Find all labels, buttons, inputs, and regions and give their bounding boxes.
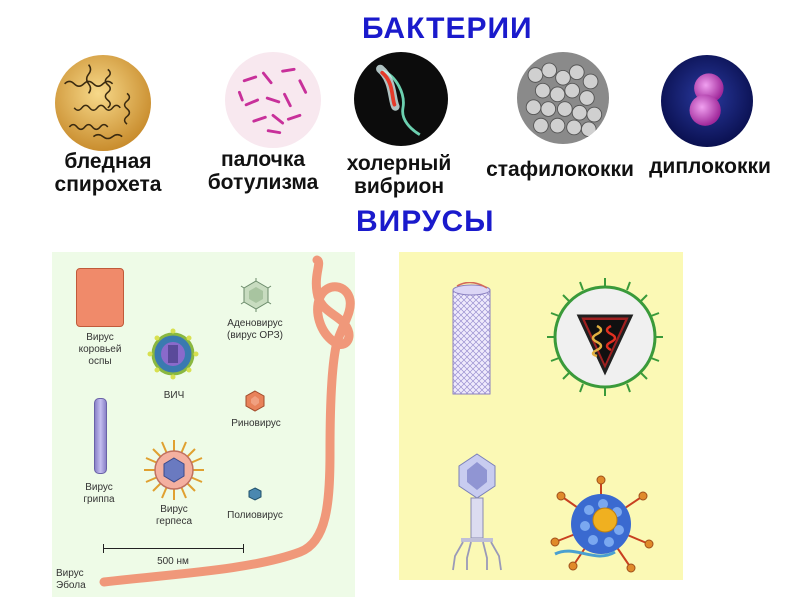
rod-virus-illustration bbox=[452, 282, 491, 395]
rhinovirus-label: Риновирус bbox=[231, 418, 281, 429]
herpes-virus-shape bbox=[144, 440, 204, 500]
bacteria-label-staphylococci: стафилококки bbox=[486, 158, 634, 181]
ebola-virus-shape bbox=[99, 255, 355, 587]
virus-structure-panel bbox=[399, 252, 683, 580]
poliovirus-shape bbox=[248, 487, 262, 501]
hiv-virus-shape bbox=[147, 328, 199, 380]
scale-bar-label: 500 нм bbox=[157, 556, 189, 567]
smallpox-virus-shape bbox=[76, 268, 124, 327]
spherical-virus-illustration bbox=[550, 475, 654, 573]
poliovirus-label: Полиовирус bbox=[227, 510, 283, 521]
bacteriophage-illustration bbox=[452, 453, 502, 571]
viruses-heading: ВИРУСЫ bbox=[356, 205, 495, 238]
diplococci-image bbox=[661, 55, 753, 147]
scale-bar bbox=[103, 544, 244, 553]
enveloped-virus-cutaway-illustration bbox=[547, 278, 663, 396]
adenovirus-label: Аденовирус(вирус ОРЗ) bbox=[227, 318, 283, 341]
bacteria-heading: БАКТЕРИИ bbox=[362, 12, 533, 45]
cholera-vibrio-image bbox=[354, 52, 448, 146]
botulism-bacillus-image bbox=[225, 52, 321, 148]
adenovirus-shape bbox=[240, 278, 272, 312]
spirochete-image bbox=[55, 55, 151, 151]
bacteria-label-diplococci: диплококки bbox=[649, 155, 771, 178]
hiv-virus-label: ВИЧ bbox=[163, 390, 185, 401]
influenza-virus-shape bbox=[94, 398, 107, 474]
rhinovirus-shape bbox=[245, 390, 265, 412]
staphylococci-image bbox=[517, 52, 609, 144]
